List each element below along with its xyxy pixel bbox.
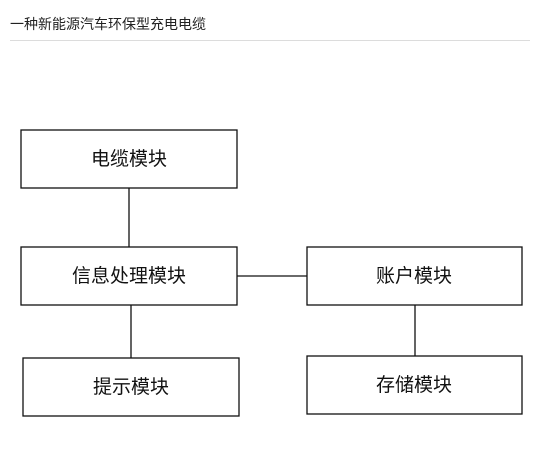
node-cable-module: 电缆模块 (20, 129, 238, 189)
node-storage-module: 存储模块 (306, 355, 523, 415)
node-info-processing-module: 信息处理模块 (20, 246, 238, 306)
node-account-module-label: 账户模块 (376, 265, 452, 287)
node-prompt-module-label: 提示模块 (93, 376, 169, 398)
page-title: 一种新能源汽车环保型充电电缆 (10, 17, 206, 33)
node-prompt-module: 提示模块 (22, 357, 240, 417)
node-info-processing-module-label: 信息处理模块 (72, 265, 186, 287)
page-header: 一种新能源汽车环保型充电电缆 (10, 0, 530, 41)
node-storage-module-label: 存储模块 (376, 374, 452, 396)
node-account-module: 账户模块 (306, 246, 523, 306)
node-cable-module-label: 电缆模块 (91, 148, 167, 170)
